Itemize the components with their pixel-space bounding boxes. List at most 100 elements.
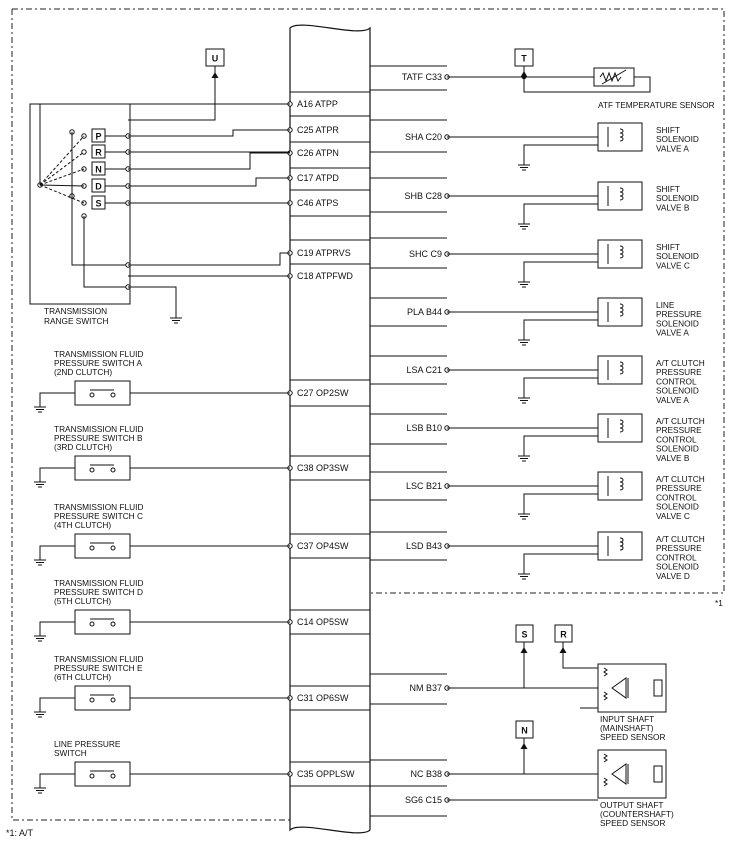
ground-symbol xyxy=(34,711,46,718)
arrow-head xyxy=(520,71,528,77)
switch-contact xyxy=(110,467,116,473)
wire xyxy=(523,553,598,574)
pressure-switch-housing xyxy=(74,380,131,406)
switch-contact xyxy=(89,392,95,398)
sensor-resistor xyxy=(653,765,663,783)
solenoid-label: VALVE C xyxy=(656,511,690,521)
solenoid-label: A/T CLUTCH xyxy=(656,474,705,484)
solenoid-label: SOLENOID xyxy=(656,318,699,328)
sensor-diode xyxy=(611,763,627,785)
ground-symbol xyxy=(518,573,530,580)
wire xyxy=(523,435,598,456)
range-position-box xyxy=(91,178,106,193)
solenoid-label: PRESSURE xyxy=(656,483,702,493)
switch-contact xyxy=(89,621,95,627)
solenoid-label: SHIFT xyxy=(656,242,680,252)
connector-n: N xyxy=(515,720,534,739)
range-position-box xyxy=(91,144,106,159)
pressure-switch xyxy=(74,761,131,787)
solenoid-label: SHIFT xyxy=(656,125,680,135)
solenoid-label: PRESSURE xyxy=(656,543,702,553)
connector-r: R xyxy=(554,624,573,643)
ground-symbol xyxy=(170,317,182,324)
atf-temperature-sensor-label: ATF TEMPERATURE SENSOR xyxy=(598,100,715,110)
solenoid-label: A/T CLUTCH xyxy=(656,534,705,544)
solenoid-label: SOLENOID xyxy=(656,444,699,454)
wire xyxy=(39,392,75,407)
ground-symbol xyxy=(518,223,530,230)
ecm-pin-label: SHC C9 xyxy=(409,249,442,259)
switch-contact xyxy=(110,621,116,627)
pressure-switch-housing xyxy=(74,609,131,635)
ecm-pin-label: LSB B10 xyxy=(406,423,442,433)
ground-symbol xyxy=(34,635,46,642)
speed-sensor-label: (MAINSHAFT) xyxy=(600,723,654,733)
range-position-label: S xyxy=(95,199,101,209)
speed-sensor-housing xyxy=(597,749,667,799)
pressure-switch-label: (2ND CLUTCH) xyxy=(54,367,112,377)
solenoid-label: PRESSURE xyxy=(656,425,702,435)
sensor-resistor xyxy=(603,667,608,701)
solenoid-label: VALVE B xyxy=(656,453,690,463)
ecm-pin-label: C17 ATPD xyxy=(297,173,339,183)
ecm-pin-label: A16 ATPP xyxy=(297,99,338,109)
solenoid-label: SOLENOID xyxy=(656,562,699,572)
arrow-head xyxy=(520,743,528,749)
switch-contact xyxy=(89,773,95,779)
ecm-pin-label: SHB C28 xyxy=(404,191,442,201)
pressure-switch-label: TRANSMISSION FLUID xyxy=(54,502,143,512)
solenoid-valve xyxy=(597,413,643,443)
speed-sensor xyxy=(597,663,667,713)
solenoid-label: SOLENOID xyxy=(656,193,699,203)
solenoid-valve xyxy=(597,297,643,327)
connector-t: T xyxy=(514,48,534,67)
solenoid-label: CONTROL xyxy=(656,552,697,562)
range-switch-label-2: RANGE SWITCH xyxy=(44,316,109,326)
pressure-switch-label: PRESSURE SWITCH C xyxy=(54,511,143,521)
switch-contact xyxy=(39,184,85,204)
wire xyxy=(523,261,598,282)
solenoid-label: CONTROL xyxy=(656,376,697,386)
wire xyxy=(523,493,598,514)
range-position-box xyxy=(91,161,106,176)
switch-contact xyxy=(110,392,116,398)
ground-symbol xyxy=(518,281,530,288)
pressure-switch-housing xyxy=(74,533,131,559)
ecm-pin-label: C31 OP6SW xyxy=(297,693,349,703)
ground-symbol xyxy=(518,513,530,520)
solenoid-valve xyxy=(597,122,643,152)
wire xyxy=(128,129,290,137)
star1-marker: *1 xyxy=(715,598,723,608)
solenoid-label: VALVE D xyxy=(656,571,690,581)
ecm-pin-label: SG6 C15 xyxy=(405,795,442,805)
ecm-pin-label: C26 ATPN xyxy=(297,148,339,158)
wire xyxy=(128,252,290,266)
wire xyxy=(39,467,75,482)
ecm-pin-label: LSC B21 xyxy=(406,481,442,491)
solenoid-valve xyxy=(597,181,643,211)
pressure-switch xyxy=(74,455,131,481)
ecm-pin-label: C14 OP5SW xyxy=(297,617,349,627)
footnote: *1: A/T xyxy=(6,828,34,838)
wire xyxy=(39,621,75,636)
speed-sensor xyxy=(597,749,667,799)
atf-temperature-sensor xyxy=(593,67,635,87)
solenoid-housing xyxy=(597,297,643,327)
ecm-pin-label: C19 ATPRVS xyxy=(297,248,351,258)
wire xyxy=(523,377,598,398)
switch-contact xyxy=(110,773,116,779)
solenoid-label: CONTROL xyxy=(656,434,697,444)
solenoid-label: PRESSURE xyxy=(656,367,702,377)
switch-contact xyxy=(39,135,85,186)
solenoid-valve xyxy=(597,471,643,501)
arrow-head xyxy=(559,647,567,653)
solenoid-coil xyxy=(619,303,624,317)
ecm-pin-label: C18 ATPFWD xyxy=(297,271,353,281)
ecm-pin-label: PLA B44 xyxy=(407,307,442,317)
switch-contact xyxy=(89,467,95,473)
switch-contact xyxy=(39,168,85,186)
solenoid-coil xyxy=(619,245,624,259)
solenoid-valve xyxy=(597,355,643,385)
